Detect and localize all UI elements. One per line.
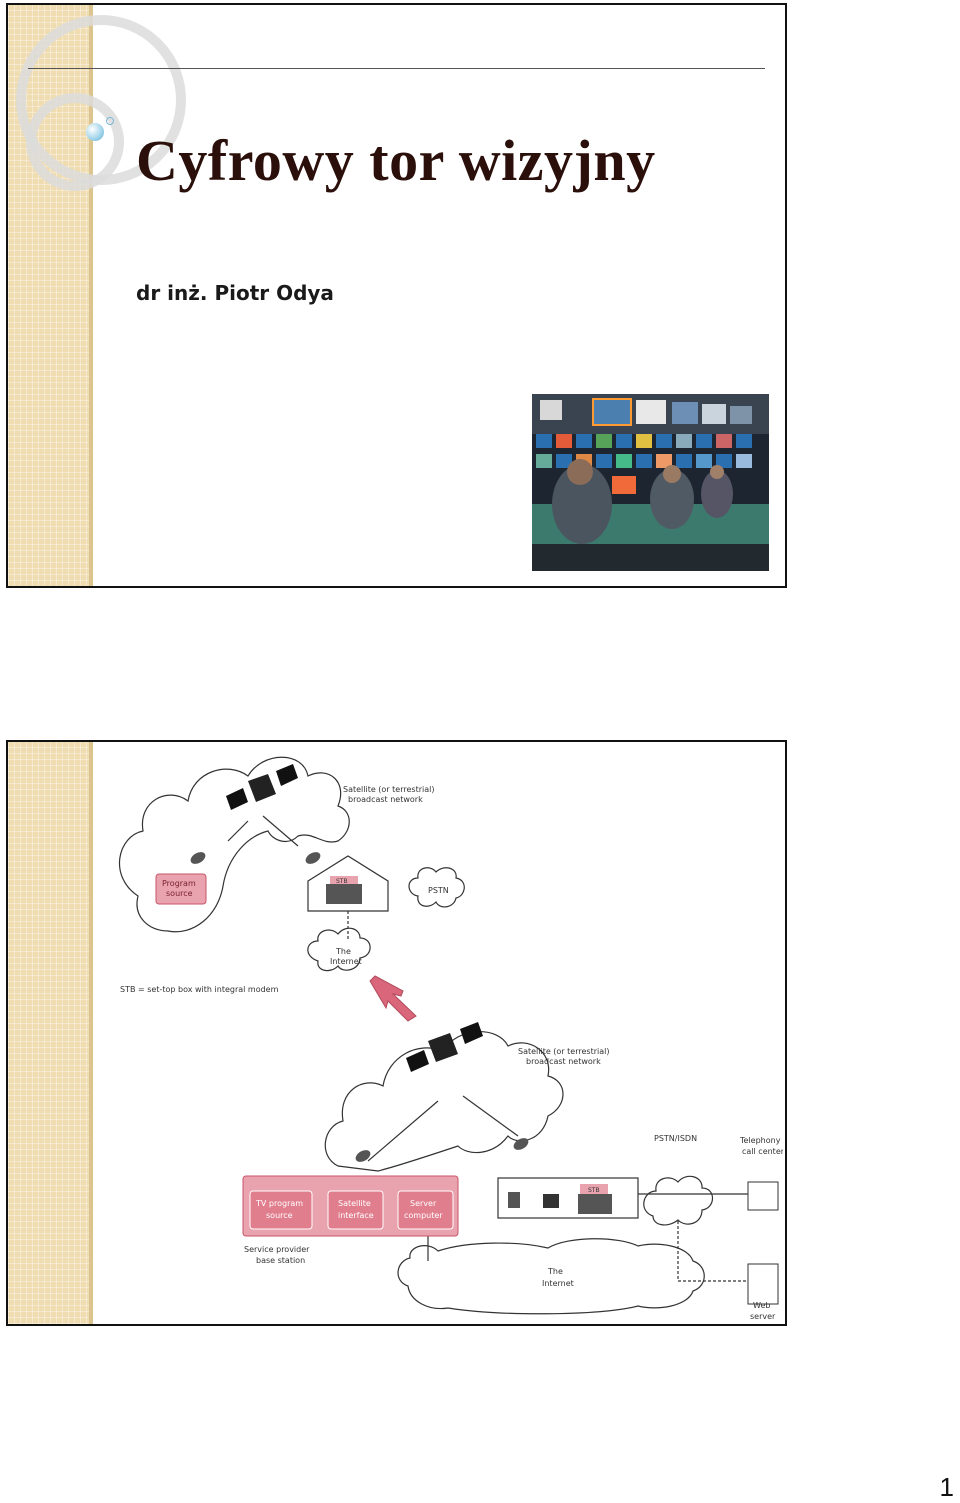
slide-title: Cyfrowy tor wizyjny: [136, 127, 656, 194]
satellite-interface-box: [328, 1191, 383, 1229]
internet-label-b-2: Internet: [542, 1279, 574, 1288]
pstn-isdn-label: PSTN/ISDN: [654, 1134, 697, 1143]
call-center-label-2: call center: [742, 1147, 783, 1156]
uplink-arrow-1: [228, 821, 248, 841]
server-label-2: computer: [404, 1211, 443, 1220]
server-label: Server: [410, 1199, 437, 1208]
web-server-icon: [748, 1264, 778, 1304]
computer-icon: [543, 1194, 559, 1208]
decorative-bubble: [86, 123, 104, 141]
stb-legend: STB = set-top box with integral modem: [120, 985, 279, 994]
server-computer-box: [398, 1191, 453, 1229]
title-slide: Cyfrowy tor wizyjny dr inż. Piotr Odya: [6, 3, 787, 588]
broadcast-cloud-1: [119, 757, 349, 932]
program-source-label: Program: [162, 879, 196, 888]
network-label: Satellite (or terrestrial): [343, 785, 434, 794]
sat-interface-label: Satellite: [338, 1199, 371, 1208]
web-server-label: Web: [753, 1301, 770, 1310]
stb-label-2: STB: [588, 1187, 600, 1194]
interactive-tv-diagram: Satellite (or terrestrial) broadcast net…: [98, 746, 783, 1324]
phone-icon: [508, 1192, 520, 1208]
header-rule: [28, 68, 765, 69]
satellite-icon-2: [406, 1022, 483, 1072]
pstn-isdn-cloud: [644, 1176, 713, 1225]
control-room-photo: [532, 394, 769, 571]
call-center-label: Telephony: [739, 1136, 781, 1145]
base-station-label-2: base station: [256, 1256, 305, 1265]
internet-label: The: [335, 947, 351, 956]
dish-icon: [189, 850, 323, 867]
call-center-icon: [748, 1182, 778, 1210]
internet-label-b: The: [547, 1267, 563, 1276]
base-station-label: Service provider: [244, 1245, 310, 1254]
pstn-label: PSTN: [428, 886, 449, 895]
uplink-arrow-2: [368, 1101, 438, 1161]
network-label-b: Satellite (or terrestrial): [518, 1047, 609, 1056]
tv-set-2: [578, 1194, 612, 1214]
sat-interface-label-2: interface: [338, 1211, 374, 1220]
internet-cloud-2: [398, 1239, 704, 1314]
decorative-stripe: [8, 742, 93, 1324]
tv-source-label-2: source: [266, 1211, 293, 1220]
diagram-slide: Satellite (or terrestrial) broadcast net…: [6, 740, 787, 1326]
downlink-arrow-2: [463, 1096, 518, 1136]
slide-author: dr inż. Piotr Odya: [136, 281, 334, 305]
network-label-b-2: broadcast network: [526, 1057, 601, 1066]
web-server-label-2: server: [750, 1312, 776, 1321]
internet-label-2: Internet: [330, 957, 362, 966]
program-source-label-2: source: [166, 889, 193, 898]
page-number: 1: [940, 1472, 954, 1503]
decorative-ring-small: [26, 93, 124, 191]
tv-source-label: TV program: [255, 1199, 303, 1208]
tv-source-box: [250, 1191, 312, 1229]
transition-arrow: [370, 976, 416, 1021]
tv-set-1: [326, 884, 362, 904]
network-label-2: broadcast network: [348, 795, 423, 804]
decorative-bubble-small: [106, 117, 114, 125]
stb-label: STB: [336, 878, 348, 885]
diagram-2: [325, 1032, 748, 1314]
